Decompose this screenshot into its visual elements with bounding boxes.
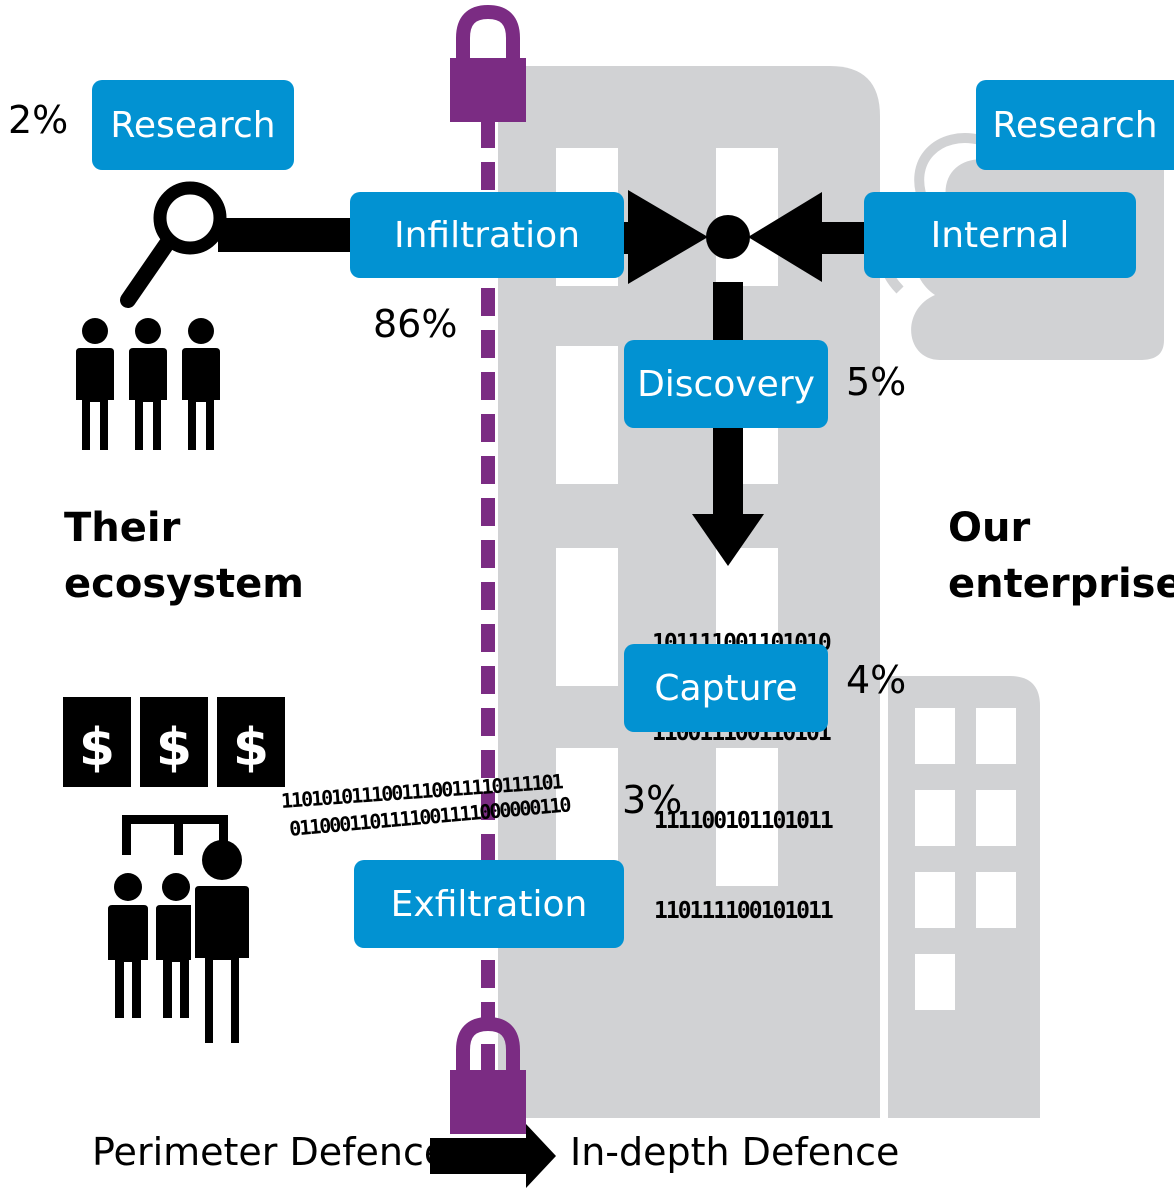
padlock-icon bbox=[450, 1016, 526, 1134]
connector-line bbox=[713, 282, 743, 344]
transition-arrow bbox=[430, 1124, 556, 1188]
their-ecosystem-label: Their ecosystem bbox=[64, 500, 304, 612]
inward-arrow-right bbox=[748, 192, 868, 282]
their-label-line: Their bbox=[64, 505, 181, 551]
discovery-box: Discovery bbox=[624, 340, 828, 428]
infiltration-percentage: 86% bbox=[373, 302, 458, 346]
svg-text:$: $ bbox=[79, 718, 115, 778]
exfiltration-box: Exfiltration bbox=[354, 860, 624, 948]
down-arrow bbox=[692, 428, 764, 566]
small-building-icon bbox=[888, 676, 1040, 1118]
exfiltration-percentage: 3% bbox=[622, 778, 683, 822]
dollar-icon: $ $ $ bbox=[63, 697, 285, 787]
perimeter-defence-label: Perimeter Defence bbox=[92, 1130, 448, 1174]
org-bracket bbox=[122, 815, 228, 855]
our-enterprise-label: Our enterprise bbox=[948, 500, 1174, 612]
internal-box: Internal bbox=[864, 192, 1136, 278]
ecosystem-label-line: ecosystem bbox=[64, 561, 304, 607]
research-left-box: Research bbox=[92, 80, 294, 170]
padlock-icon bbox=[450, 4, 526, 122]
inward-arrow-left bbox=[620, 190, 708, 284]
magnifier-icon bbox=[120, 181, 358, 308]
people-icon bbox=[108, 840, 253, 1047]
capture-percentage: 4% bbox=[846, 658, 907, 702]
binary-block-bottom: 111100101101011 110111100101011 bbox=[654, 746, 834, 986]
capture-box: Capture bbox=[624, 644, 828, 732]
binary-line: 110111100101011 bbox=[654, 898, 834, 924]
research-right-box: Research bbox=[976, 80, 1174, 170]
svg-text:$: $ bbox=[156, 718, 192, 778]
research-percentage: 2% bbox=[8, 98, 69, 142]
binary-line: 111100101101011 bbox=[654, 808, 834, 834]
our-label-line: Our bbox=[948, 505, 1031, 551]
convergence-dot bbox=[706, 215, 750, 259]
infiltration-box: Infiltration bbox=[350, 192, 624, 278]
enterprise-label-line: enterprise bbox=[948, 561, 1174, 607]
people-icon bbox=[76, 318, 220, 450]
discovery-percentage: 5% bbox=[846, 360, 907, 404]
svg-text:$: $ bbox=[233, 718, 269, 778]
in-depth-defence-label: In-depth Defence bbox=[570, 1130, 900, 1174]
